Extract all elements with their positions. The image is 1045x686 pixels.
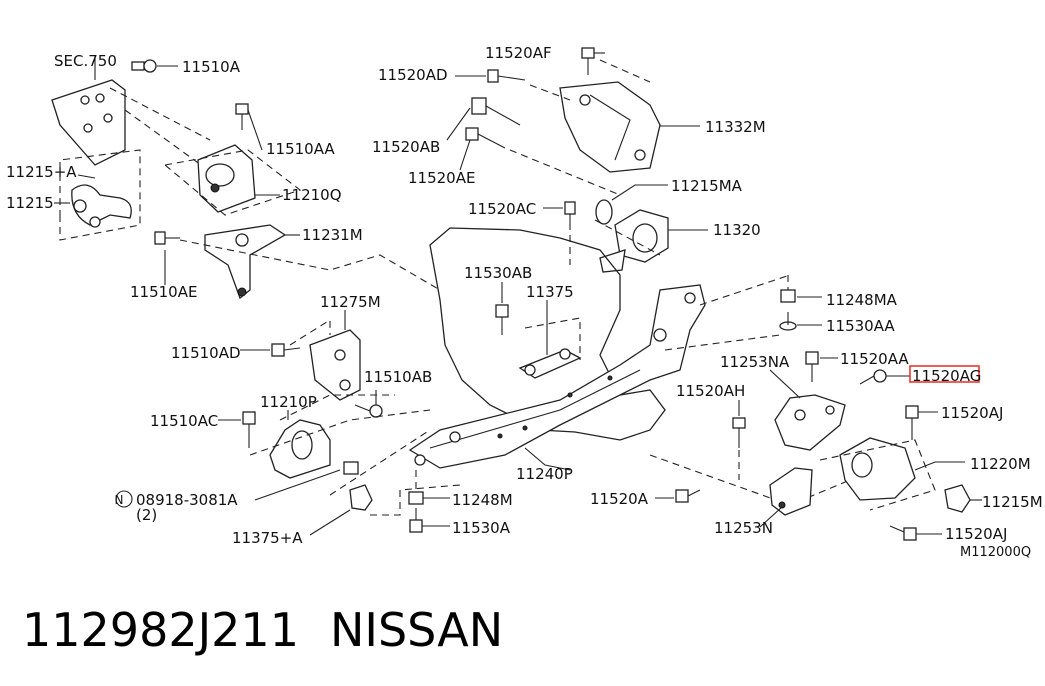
label-11510a[interactable]: 11510A xyxy=(182,58,241,76)
label-11215[interactable]: 11215 xyxy=(6,194,54,212)
bracket-11253n xyxy=(759,467,813,528)
bracket-11332m xyxy=(559,81,700,173)
label-08918[interactable]: 08918-3081A xyxy=(136,491,238,509)
caption-brand: NISSAN xyxy=(330,603,503,657)
insulator-11215 xyxy=(54,174,132,228)
bolt-11520a xyxy=(655,489,701,503)
label-11210q[interactable]: 11210Q xyxy=(282,186,342,204)
label-11520a[interactable]: 11520A xyxy=(590,490,649,508)
bolt-11530a xyxy=(409,508,450,533)
label-11253n[interactable]: 11253N xyxy=(714,519,773,537)
label-11375a[interactable]: 11375+A xyxy=(232,529,303,547)
label-11215m[interactable]: 11215M xyxy=(982,493,1043,511)
label-11520aj-top[interactable]: 11520AJ xyxy=(941,404,1003,422)
label-11240p[interactable]: 11240P xyxy=(516,465,573,483)
label-11520ac[interactable]: 11520AC xyxy=(468,200,536,218)
bolt-11520ac xyxy=(543,201,576,230)
label-11231m[interactable]: 11231M xyxy=(302,226,363,244)
label-n-symbol: N xyxy=(115,493,124,507)
label-11520ah[interactable]: 11520AH xyxy=(676,382,745,400)
bolt-11520ag xyxy=(859,369,910,385)
crossmember-11240p xyxy=(408,284,706,471)
label-11520aj-bottom[interactable]: 11520AJ xyxy=(945,525,1007,543)
label-11510ae[interactable]: 11510AE xyxy=(130,283,197,301)
nut-11248m xyxy=(408,491,450,505)
insulator-11215m xyxy=(944,484,982,513)
bolt-11510ac xyxy=(218,411,256,448)
bolt-11510a xyxy=(131,59,178,73)
nut-08918 xyxy=(115,461,359,508)
label-11215a[interactable]: 11215+A xyxy=(6,163,77,181)
mount-11320 xyxy=(599,209,708,273)
label-11530a[interactable]: 11530A xyxy=(452,519,511,537)
label-11520ag[interactable]: 11520AG xyxy=(912,367,981,385)
highlight-box xyxy=(909,365,980,383)
figure-code: M112000Q xyxy=(960,545,1031,560)
bolt-11510aa xyxy=(235,103,263,151)
washer-11215ma xyxy=(595,184,668,225)
label-11215ma[interactable]: 11215MA xyxy=(671,177,743,195)
bracket-11375 xyxy=(518,300,582,379)
label-11510ac[interactable]: 11510AC xyxy=(150,412,218,430)
label-11210p[interactable]: 11210P xyxy=(260,393,317,411)
label-11510aa[interactable]: 11510AA xyxy=(266,140,335,158)
bolt-11520ab xyxy=(446,97,521,141)
bracket-11253na xyxy=(769,369,846,451)
bolt-11520ah xyxy=(732,400,746,448)
label-11332m[interactable]: 11332M xyxy=(705,118,766,136)
label-08918-qty: (2) xyxy=(136,506,157,524)
label-11320[interactable]: 11320 xyxy=(713,221,761,239)
bracket-11375a xyxy=(309,484,373,536)
label-11510ab[interactable]: 11510AB xyxy=(364,368,432,386)
label-11530ab[interactable]: 11530AB xyxy=(464,264,532,282)
bolt-11510ad xyxy=(240,343,301,357)
bolt-11530ab xyxy=(495,282,509,335)
engine-outline xyxy=(429,227,666,441)
label-11520aa[interactable]: 11520AA xyxy=(840,350,909,368)
label-11510ad[interactable]: 11510AD xyxy=(171,344,241,362)
label-11248m[interactable]: 11248M xyxy=(452,491,513,509)
mount-11220m xyxy=(839,437,965,501)
bolt-11520ad xyxy=(455,69,526,83)
bolt-11520aj-bottom xyxy=(889,525,942,541)
bolt-11510ab xyxy=(354,390,383,418)
nut-11248ma xyxy=(780,289,822,303)
bolt-11520af xyxy=(581,47,605,75)
label-sec750[interactable]: SEC.750 xyxy=(54,52,117,70)
mount-11210q xyxy=(197,144,280,213)
bracket-11231m xyxy=(204,224,300,300)
caption-part-number: 112982J211 xyxy=(22,603,299,657)
bracket-11275m xyxy=(309,310,361,401)
label-11375[interactable]: 11375 xyxy=(526,283,574,301)
label-11220m[interactable]: 11220M xyxy=(970,455,1031,473)
label-11520ad[interactable]: 11520AD xyxy=(378,66,448,84)
label-11530aa[interactable]: 11530AA xyxy=(826,317,895,335)
label-11520ae[interactable]: 11520AE xyxy=(408,169,475,187)
sec750-bracket xyxy=(51,55,126,166)
mount-11210p xyxy=(269,410,331,479)
label-11520ab[interactable]: 11520AB xyxy=(372,138,440,156)
label-11248ma[interactable]: 11248MA xyxy=(826,291,898,309)
bolt-11520ae xyxy=(459,127,506,171)
bolt-11520aj-top xyxy=(905,405,938,440)
label-11275m[interactable]: 11275M xyxy=(320,293,381,311)
label-11520af[interactable]: 11520AF xyxy=(485,44,552,62)
label-11253na[interactable]: 11253NA xyxy=(720,353,790,371)
bolt-11510ae xyxy=(154,231,180,285)
bolt-11530aa xyxy=(779,312,822,331)
bolt-11520aa xyxy=(805,351,838,382)
